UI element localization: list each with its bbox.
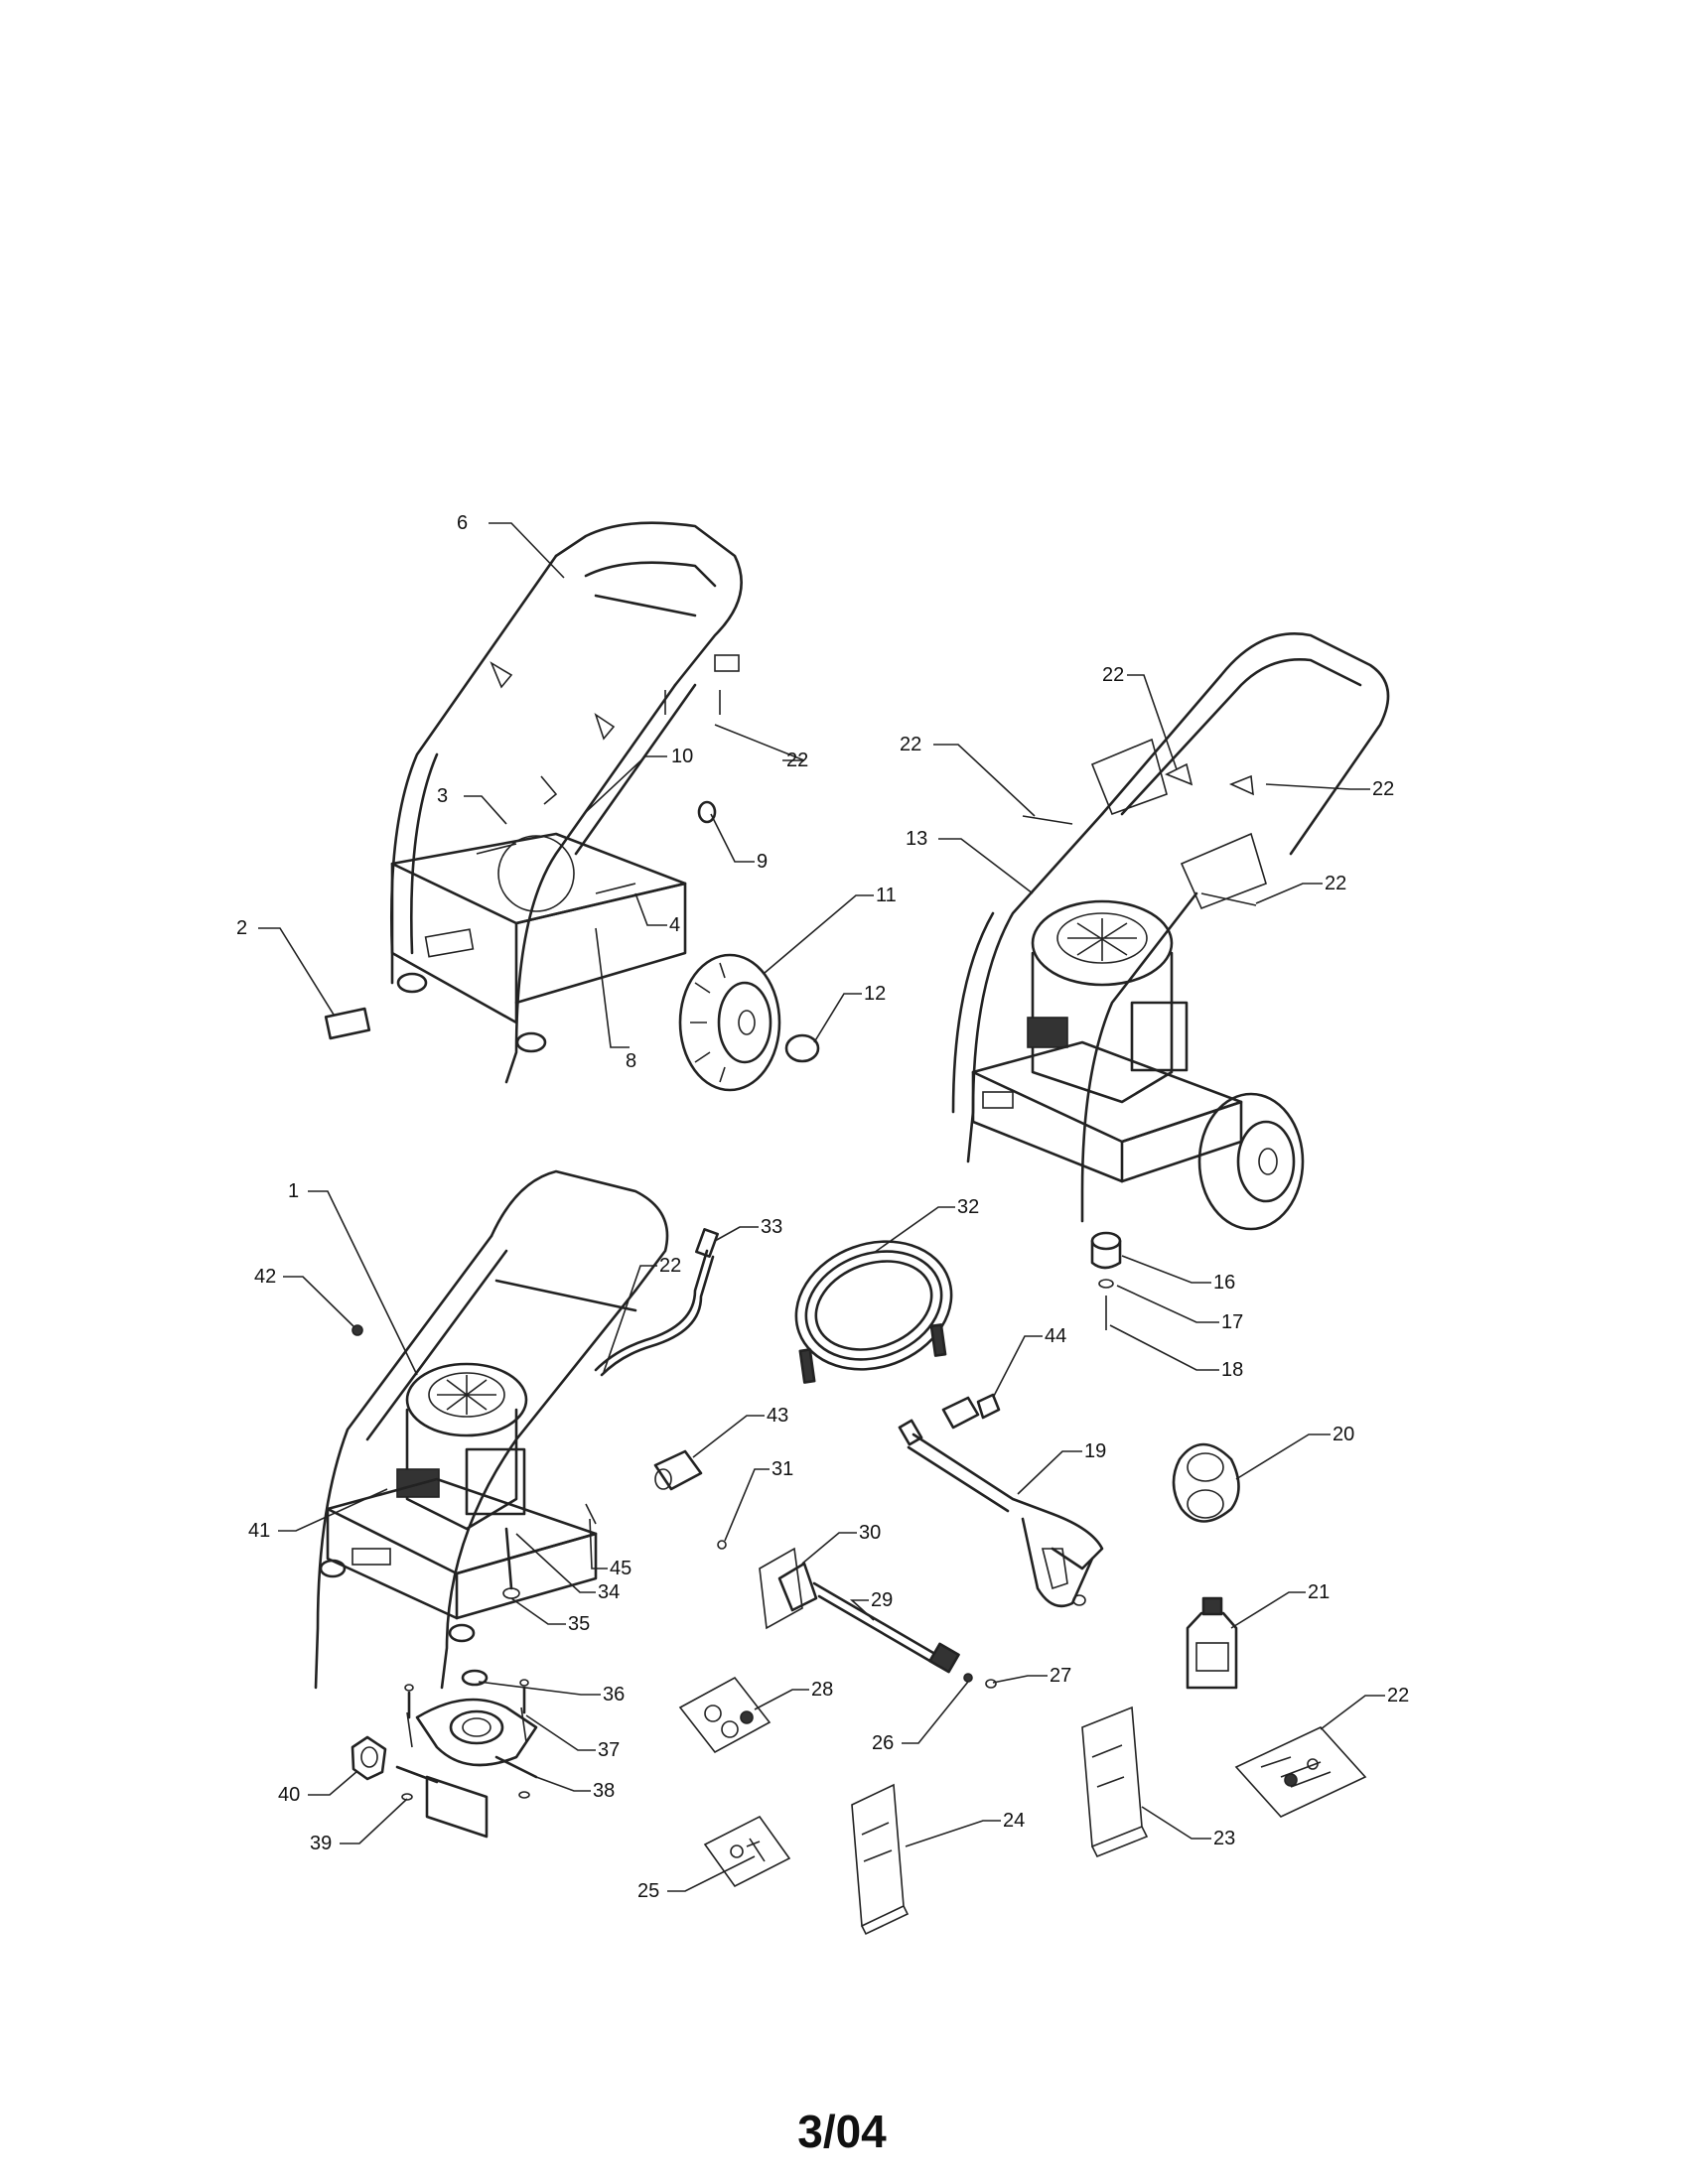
- callout-4: 4: [669, 914, 680, 936]
- callout-22-e: 22: [1325, 873, 1346, 894]
- callout-35: 35: [568, 1613, 590, 1635]
- callout-24: 24: [1003, 1810, 1025, 1832]
- callout-40: 40: [278, 1784, 300, 1806]
- callout-43: 43: [767, 1405, 788, 1427]
- callout-labels: 6 22 10 3 9 4 2 11 12 8 22 22 22 13 22 1…: [236, 512, 1409, 1902]
- callout-39: 39: [310, 1833, 332, 1854]
- callout-1: 1: [288, 1180, 299, 1202]
- callout-11: 11: [876, 885, 897, 906]
- callout-36: 36: [603, 1684, 625, 1706]
- loose-parts: [653, 1240, 1367, 1936]
- callout-22-b: 22: [1102, 664, 1124, 686]
- pump-assembly: [351, 1669, 538, 1839]
- callout-22-g: 22: [1387, 1685, 1409, 1706]
- callout-30: 30: [859, 1522, 881, 1544]
- callout-28: 28: [811, 1679, 833, 1701]
- date-code: 3/04: [797, 2106, 887, 2157]
- callout-13: 13: [906, 828, 927, 850]
- callout-41: 41: [248, 1520, 270, 1542]
- callout-22-c: 22: [900, 734, 921, 755]
- callout-19: 19: [1084, 1440, 1106, 1462]
- callout-10: 10: [671, 746, 693, 767]
- callout-20: 20: [1333, 1424, 1354, 1445]
- callout-2: 2: [236, 917, 247, 939]
- callout-44: 44: [1045, 1325, 1066, 1347]
- callout-27: 27: [1050, 1665, 1071, 1687]
- callout-22-f: 22: [659, 1255, 681, 1277]
- callout-9: 9: [757, 851, 768, 873]
- callout-25: 25: [637, 1880, 659, 1902]
- callout-45: 45: [610, 1558, 632, 1579]
- callout-22-a: 22: [786, 750, 808, 771]
- callout-34: 34: [598, 1581, 620, 1603]
- callout-12: 12: [864, 983, 886, 1005]
- callout-17: 17: [1221, 1311, 1243, 1333]
- callout-16: 16: [1213, 1272, 1235, 1294]
- callout-leaders: [258, 522, 1385, 1892]
- callout-6: 6: [457, 512, 468, 534]
- frame-assembly: [324, 521, 820, 1092]
- callout-38: 38: [593, 1780, 615, 1802]
- callout-32: 32: [957, 1196, 979, 1218]
- callout-26: 26: [872, 1732, 894, 1754]
- callout-18: 18: [1221, 1359, 1243, 1381]
- callout-3: 3: [437, 785, 448, 807]
- callout-8: 8: [626, 1050, 636, 1072]
- callout-29: 29: [871, 1589, 893, 1611]
- callout-31: 31: [772, 1458, 793, 1480]
- assembled-unit-right: [951, 632, 1390, 1330]
- assembled-unit-left: [314, 1169, 719, 1690]
- callout-23: 23: [1213, 1828, 1235, 1849]
- callout-42: 42: [254, 1266, 276, 1288]
- callout-22-d: 22: [1372, 778, 1394, 800]
- callout-33: 33: [761, 1216, 782, 1238]
- callout-37: 37: [598, 1739, 620, 1761]
- callout-21: 21: [1308, 1581, 1330, 1603]
